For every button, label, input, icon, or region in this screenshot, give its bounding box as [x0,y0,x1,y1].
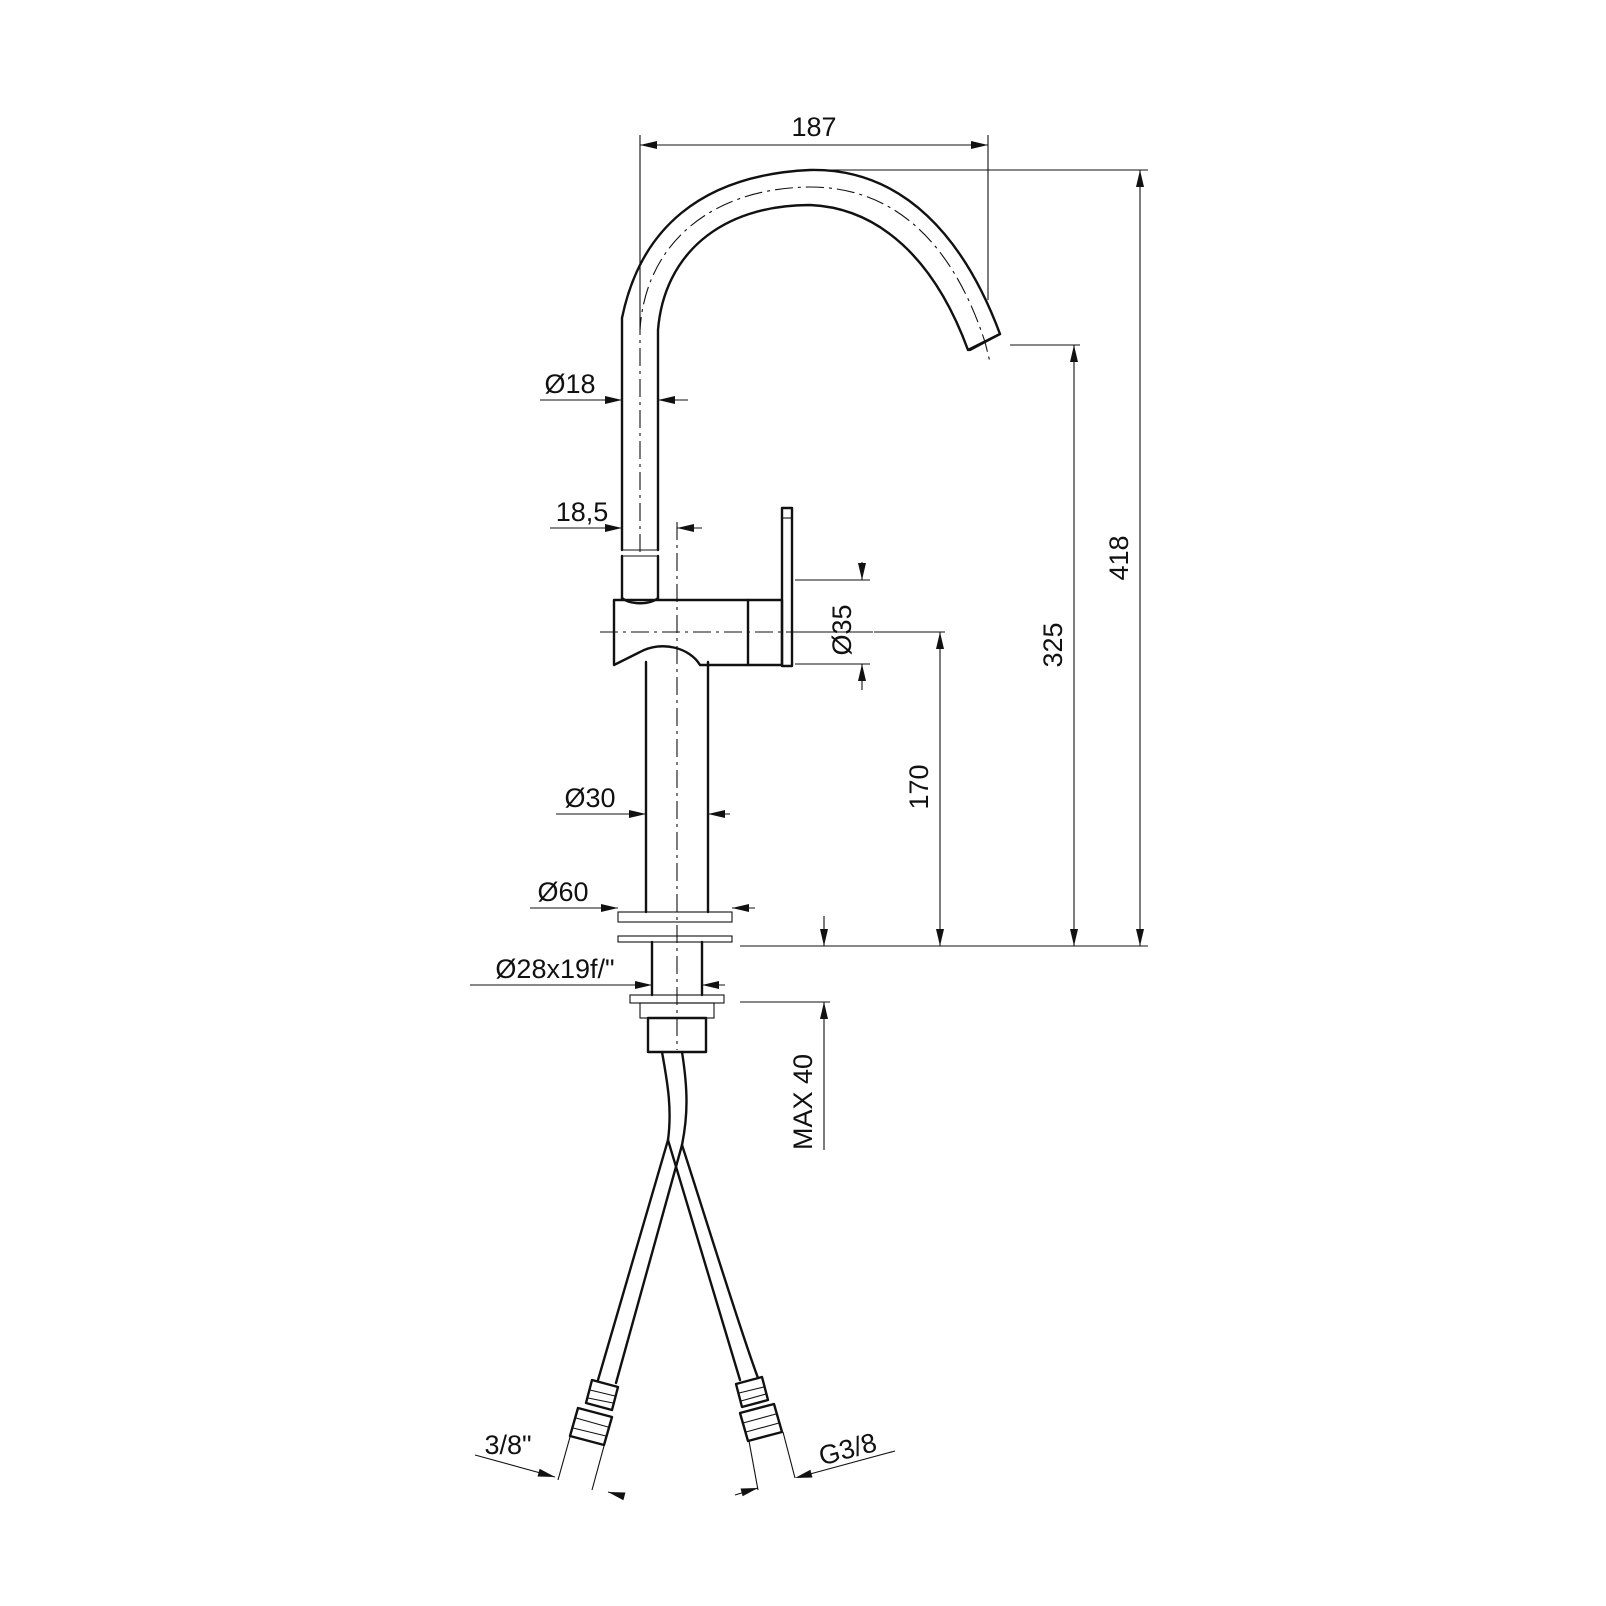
hose-right [666,1138,760,1382]
mount-tube [650,940,704,997]
label-body-diameter: Ø30 [564,783,615,813]
lever-body [612,598,750,667]
base-plate [617,935,733,943]
label-max-deck: MAX 40 [788,1054,818,1150]
extension-lines [639,135,1148,1003]
label-spout-reach: 187 [791,112,836,142]
label-spout-height: 325 [1038,622,1068,667]
hose-fitting-left [568,1378,620,1447]
dimension-labels: 187 418 325 170 Ø35 Ø18 18,5 Ø30 Ø60 Ø28… [484,112,1134,1471]
base-flange [617,911,733,923]
label-lever-diameter: Ø35 [827,604,857,655]
spout-centerline [639,186,991,552]
label-spout-offset: 18,5 [556,497,609,527]
body-cylinder [644,660,710,914]
lever-handle [780,506,794,668]
label-mount-thread: Ø28x19f/" [495,954,614,984]
hose-fitting-right [734,1375,784,1443]
center-lines [600,186,991,1050]
label-hose-thread-left: 3/8" [484,1430,531,1460]
faucet-outline [568,168,1002,1447]
spout-lower [620,554,660,600]
hose-left [596,1050,688,1385]
label-body-height: 170 [904,764,934,809]
label-spout-diameter: Ø18 [544,369,595,399]
label-base-diameter: Ø60 [537,877,588,907]
label-total-height: 418 [1104,535,1134,580]
dimension-lines [470,141,1144,1501]
